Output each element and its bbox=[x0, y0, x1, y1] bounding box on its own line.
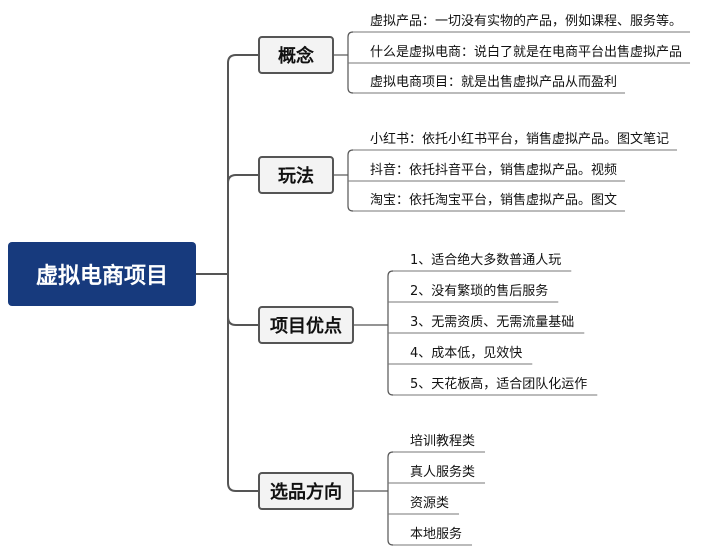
leaf-advantage-2[interactable]: 2、没有繁琐的售后服务 bbox=[410, 284, 549, 299]
leaf-gameplay-douyin[interactable]: 抖音：依托抖音平台，销售虚拟产品。视频 bbox=[370, 163, 618, 178]
leaf-spine-bottom bbox=[387, 491, 394, 546]
leaf-concept-what-is-virtual-ecommerce[interactable]: 什么是虚拟电商：说白了就是在电商平台出售虚拟产品 bbox=[370, 45, 683, 60]
leaf-product-human-service[interactable]: 真人服务类 bbox=[410, 465, 476, 480]
branch-connector bbox=[227, 54, 258, 274]
leaf-product-local-service[interactable]: 本地服务 bbox=[410, 527, 463, 542]
branch-node-advantages[interactable]: 项目优点 bbox=[258, 306, 354, 344]
leaf-gameplay-taobao[interactable]: 淘宝：依托淘宝平台，销售虚拟产品。图文 bbox=[370, 193, 618, 208]
leaf-advantage-3[interactable]: 3、无需资质、无需流量基础 bbox=[410, 315, 575, 330]
branch-connector bbox=[227, 174, 258, 274]
leaf-gameplay-xiaohongshu[interactable]: 小红书：依托小红书平台，销售虚拟产品。图文笔记 bbox=[370, 132, 670, 147]
leaf-concept-project[interactable]: 虚拟电商项目：就是出售虚拟产品从而盈利 bbox=[370, 75, 618, 90]
leaf-advantage-1[interactable]: 1、适合绝大多数普通人玩 bbox=[410, 253, 562, 268]
branch-connector bbox=[227, 274, 258, 326]
leaf-spine-top bbox=[347, 31, 354, 55]
leaf-spine-bottom bbox=[387, 325, 394, 396]
leaf-spine-bottom bbox=[347, 55, 354, 94]
branch-node-product-direction[interactable]: 选品方向 bbox=[258, 472, 354, 510]
leaf-concept-virtual-product[interactable]: 虚拟产品：一切没有实物的产品，例如课程、服务等。 bbox=[370, 14, 683, 29]
leaf-spine-top bbox=[347, 149, 354, 175]
branch-connector bbox=[227, 274, 258, 492]
leaf-advantage-4[interactable]: 4、成本低，见效快 bbox=[410, 346, 523, 361]
branch-node-concept[interactable]: 概念 bbox=[258, 36, 334, 74]
leaf-spine-top bbox=[387, 451, 394, 491]
leaf-product-resources[interactable]: 资源类 bbox=[410, 496, 450, 511]
branch-node-gameplay[interactable]: 玩法 bbox=[258, 156, 334, 194]
leaf-product-training[interactable]: 培训教程类 bbox=[410, 434, 476, 449]
leaf-spine-bottom bbox=[347, 175, 354, 212]
root-node[interactable]: 虚拟电商项目 bbox=[8, 242, 196, 306]
leaf-advantage-5[interactable]: 5、天花板高，适合团队化运作 bbox=[410, 377, 588, 392]
leaf-spine-top bbox=[387, 270, 394, 325]
